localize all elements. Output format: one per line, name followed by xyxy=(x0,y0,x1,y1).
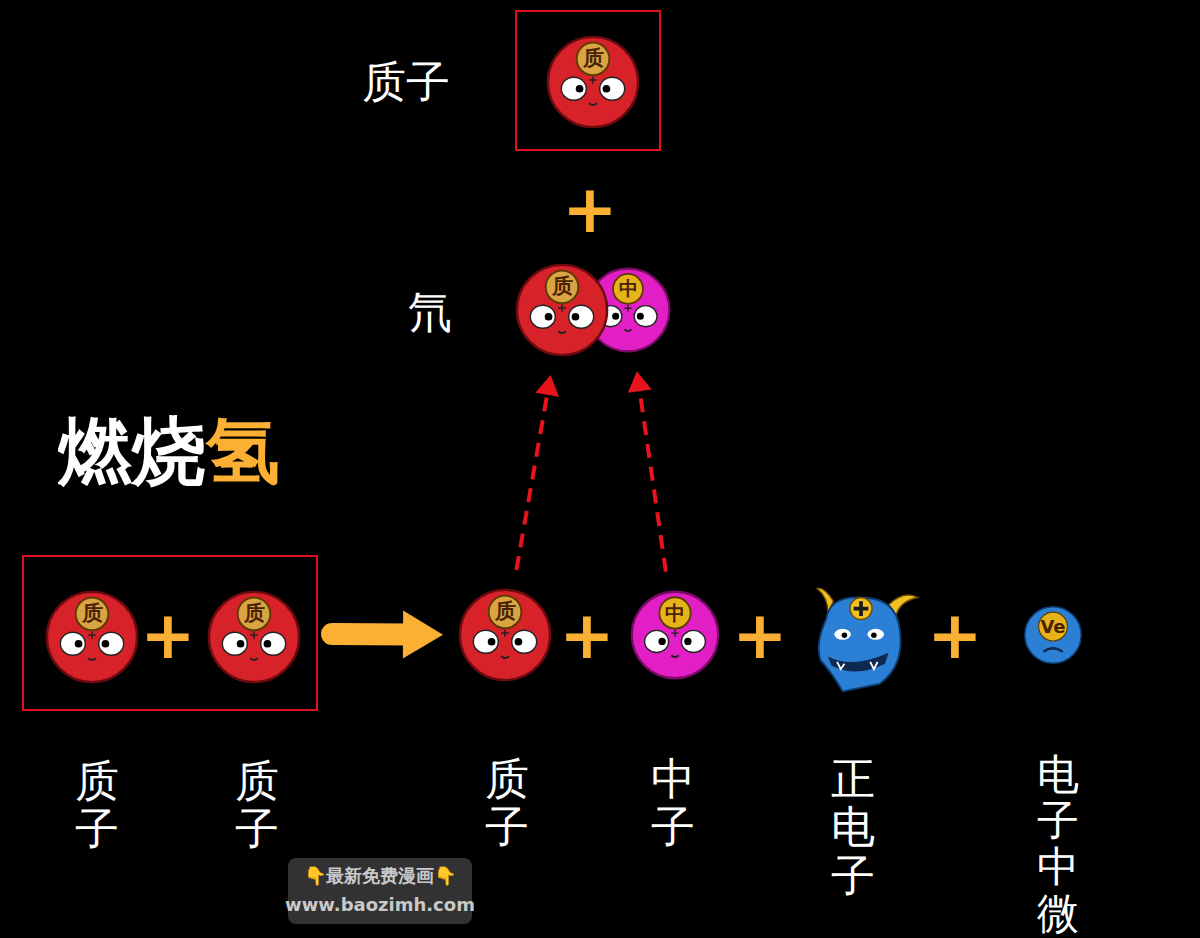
charge-mark xyxy=(88,631,96,639)
particle-name: 正电子 xyxy=(831,755,875,900)
eye xyxy=(834,629,851,640)
charge-disc xyxy=(850,598,872,620)
pupil xyxy=(684,638,691,645)
eye xyxy=(645,630,669,652)
pupil xyxy=(842,632,848,638)
pupil xyxy=(75,640,83,648)
mouth xyxy=(828,653,889,672)
charge-mark xyxy=(624,305,631,312)
particle-symbol: 质 xyxy=(514,276,610,297)
arrow-head xyxy=(628,371,652,393)
particle-name: 质子 xyxy=(485,755,529,852)
pupil xyxy=(237,640,245,648)
particle: 中中子 xyxy=(629,589,721,681)
mouth xyxy=(250,658,258,660)
particle-symbol: 中 xyxy=(629,603,721,623)
particle-symbol: Ve xyxy=(1023,618,1083,636)
pupil xyxy=(545,313,553,321)
pupil xyxy=(612,313,619,320)
particle-figure xyxy=(815,592,907,684)
eye xyxy=(867,629,884,640)
mouth xyxy=(589,103,597,105)
arrow-shaft xyxy=(639,387,666,571)
particle-symbol: 质 xyxy=(545,48,641,69)
arrow-shaft xyxy=(516,391,547,570)
pupil xyxy=(637,313,644,320)
pupil xyxy=(576,85,584,93)
charge-mark xyxy=(558,304,566,312)
eye xyxy=(512,630,537,653)
mouth xyxy=(671,655,678,657)
watermark: 👇最新免费漫画👇 xyxy=(304,867,456,885)
pupil xyxy=(264,640,272,648)
eye xyxy=(569,305,594,328)
eye xyxy=(600,77,625,100)
eye xyxy=(681,630,705,652)
mouth xyxy=(1043,648,1062,652)
group-box: 质子质 xyxy=(515,10,661,151)
merge-arrow xyxy=(628,371,666,571)
node-heading: 质子 xyxy=(362,60,450,104)
pupil xyxy=(871,632,877,638)
watermark: www.baozimh.com xyxy=(285,896,475,914)
particle: 质 xyxy=(514,262,610,358)
plus-symbol xyxy=(854,601,869,616)
plus-sign: + xyxy=(732,603,787,669)
plus-sign: + xyxy=(562,177,617,243)
title: 燃烧氢 xyxy=(58,414,280,488)
pupil xyxy=(515,638,523,646)
particle: 质 xyxy=(545,34,641,130)
positron-head xyxy=(819,597,901,691)
pupil xyxy=(488,638,496,646)
plus-sign: + xyxy=(927,603,982,669)
charge-mark xyxy=(501,629,509,637)
particle-name: 质子 xyxy=(75,757,119,854)
mouth xyxy=(501,656,509,658)
pupil xyxy=(572,313,580,321)
teeth xyxy=(837,662,877,669)
particle-label: 氘 xyxy=(408,290,452,334)
eye xyxy=(599,306,622,327)
arrow-head xyxy=(535,375,559,397)
particle: Ve电子中微 xyxy=(1023,605,1083,665)
mouth xyxy=(88,658,96,660)
eye xyxy=(530,305,555,328)
charge-mark xyxy=(250,631,258,639)
eye xyxy=(561,77,586,100)
eye xyxy=(261,632,286,655)
particle-symbol: 质 xyxy=(457,601,553,622)
particle-name: 电子中微 xyxy=(1037,752,1079,937)
particle-name: 质子 xyxy=(235,757,279,854)
particle: 质质子 xyxy=(44,589,140,685)
pupil xyxy=(603,85,611,93)
particle: 质质子 xyxy=(206,589,302,685)
pupil xyxy=(102,640,110,648)
plus-sign: + xyxy=(559,603,614,669)
charge-mark xyxy=(671,629,678,636)
particle-name: 中子 xyxy=(651,755,695,852)
charge-mark xyxy=(589,76,597,84)
eye xyxy=(222,632,247,655)
arrow-shaft xyxy=(332,623,411,645)
mouth xyxy=(624,329,631,331)
arrow-head xyxy=(403,610,443,658)
reaction-arrow xyxy=(332,610,443,658)
plus-sign: + xyxy=(140,603,195,669)
eye xyxy=(99,632,124,655)
particle: 质质子 xyxy=(457,587,553,683)
eye xyxy=(60,632,85,655)
particle-symbol: 质 xyxy=(44,603,140,624)
pupil xyxy=(658,638,665,645)
eye xyxy=(473,630,498,653)
mouth xyxy=(558,331,566,333)
eye xyxy=(634,306,657,327)
particle-symbol: 质 xyxy=(206,603,302,624)
particle: 正电子 xyxy=(815,592,907,684)
merge-arrow xyxy=(516,375,559,570)
